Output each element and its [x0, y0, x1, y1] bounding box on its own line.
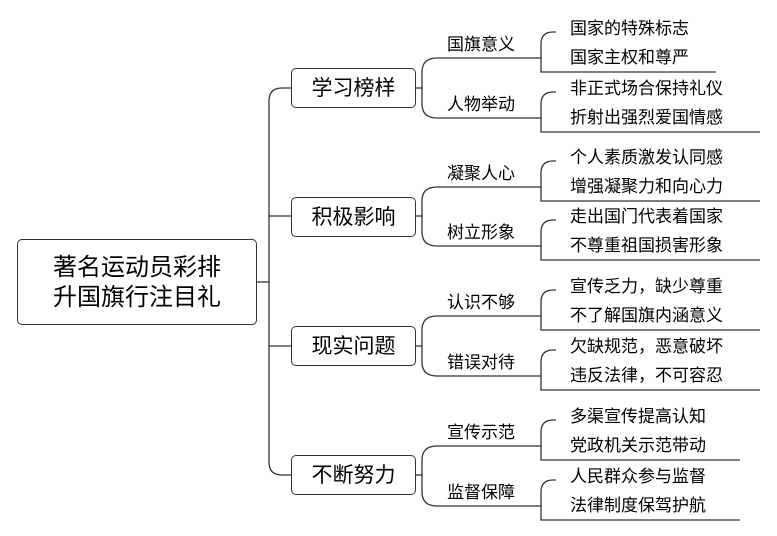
branch-node-continuous-effort: 不断努力: [291, 455, 416, 495]
branch-node-positive-impact: 积极影响: [291, 197, 416, 237]
leaf-item: 党政机关示范带动: [570, 436, 706, 456]
leaf-item: 人民群众参与监督: [570, 467, 706, 487]
leaf-item: 折射出强烈爱国情感: [570, 108, 723, 128]
leaf-item: 不了解国旗内涵意义: [570, 306, 723, 326]
leaf-item: 不尊重祖国损害形象: [570, 236, 723, 256]
leaf-item: 法律制度保驾护航: [570, 496, 706, 516]
root-topic-node: 著名运动员彩排 升国旗行注目礼: [17, 239, 257, 325]
sub-label: 宣传示范: [447, 423, 515, 443]
branch-node-real-problems: 现实问题: [291, 326, 416, 366]
leaf-item: 违反法律，不可容忍: [570, 366, 723, 386]
sub-label: 错误对待: [447, 353, 515, 373]
leaf-item: 宣传乏力，缺少尊重: [570, 277, 723, 297]
branch-label: 积极影响: [311, 205, 396, 229]
root-topic-line2: 升国旗行注目礼: [53, 283, 221, 311]
leaf-item: 个人素质激发认同感: [570, 148, 723, 168]
branch-label: 不断努力: [311, 463, 396, 487]
leaf-item: 国家主权和尊严: [570, 48, 689, 68]
sub-label: 树立形象: [447, 223, 515, 243]
branch-label: 学习榜样: [311, 76, 396, 100]
sub-label: 监督保障: [447, 483, 515, 503]
sub-label: 认识不够: [447, 293, 515, 313]
leaf-item: 多渠宣传提高认知: [570, 407, 706, 427]
leaf-item: 国家的特殊标志: [570, 19, 689, 39]
leaf-item: 走出国门代表着国家: [570, 207, 723, 227]
branch-node-learn-model: 学习榜样: [291, 68, 416, 108]
sub-label: 人物举动: [447, 95, 515, 115]
leaf-item: 欠缺规范，恶意破坏: [570, 337, 723, 357]
sub-label: 凝聚人心: [447, 164, 515, 184]
branch-label: 现实问题: [311, 334, 396, 358]
leaf-item: 增强凝聚力和向心力: [570, 177, 723, 197]
root-topic-line1: 著名运动员彩排: [53, 253, 221, 281]
leaf-item: 非正式场合保持礼仪: [570, 79, 723, 99]
sub-label: 国旗意义: [447, 35, 515, 55]
